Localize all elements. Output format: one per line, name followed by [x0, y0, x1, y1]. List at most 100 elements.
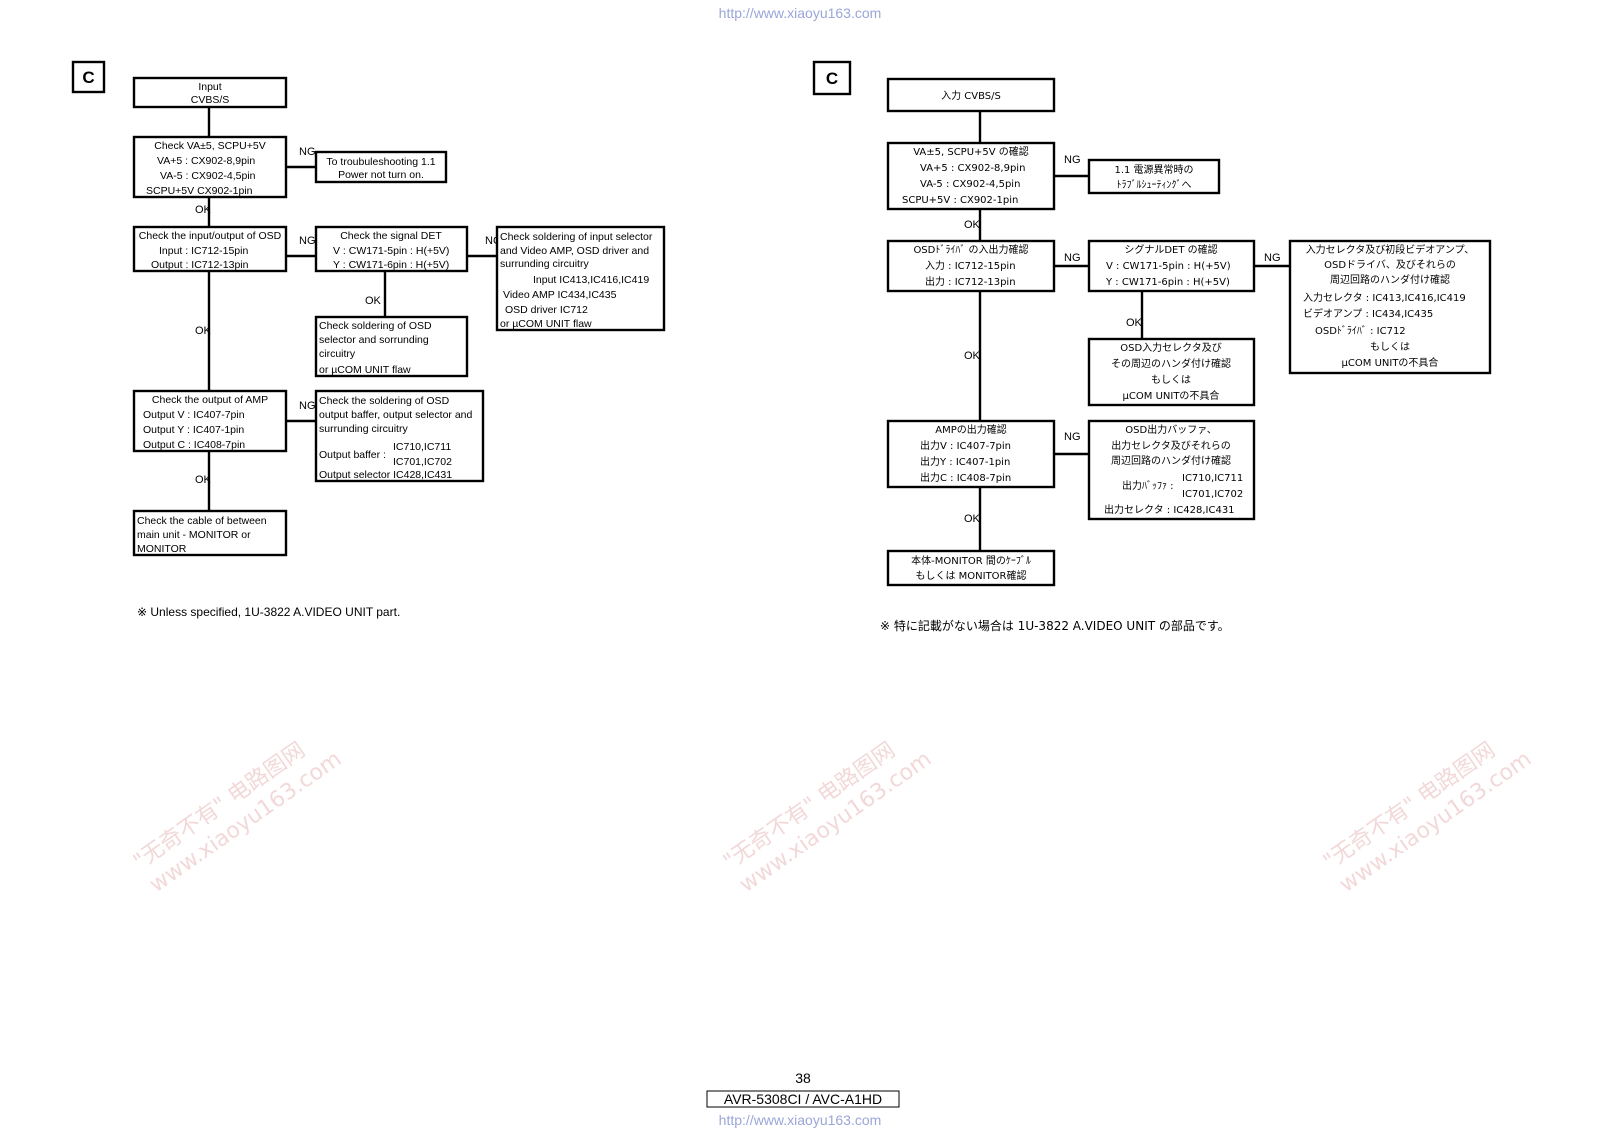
box-text-line: OSD入力セレクタ及び	[1120, 341, 1222, 354]
box-text-line: Power not turn on.	[338, 169, 424, 181]
box-text-line: Output baffer :	[319, 449, 386, 461]
box-text-line: V : CW171-5pin : H(+5V)	[1106, 261, 1231, 272]
flowchart-japanese: C OK OK OK OK NG NG NG NG 入力 CVBS/S	[812, 60, 1492, 633]
box-text-line: もしくは	[1370, 341, 1410, 353]
box-text-line: IC701,IC702	[393, 456, 452, 468]
flow-box-frame	[132, 135, 288, 199]
box-text-line: その周辺のハンダ付け確認	[1111, 357, 1231, 370]
box-text-line: 本体-MONITOR 間のｹｰﾌﾞﾙ	[911, 554, 1031, 567]
ok-label: OK	[964, 219, 981, 231]
flow-box-frame	[1087, 419, 1256, 521]
box-text-line: output baffer, output selector and	[319, 409, 472, 421]
box-text-line: ﾄﾗﾌﾞﾙｼｭｰﾃｨﾝｸﾞへ	[1117, 179, 1192, 191]
ok-label: OK	[1126, 317, 1143, 329]
box-text-line: 入力セレクタ及び初段ビデオアンプ、	[1306, 243, 1475, 256]
model-box	[706, 1090, 900, 1108]
box-text-line: main unit - MONITOR or	[137, 529, 251, 541]
flow-box-frame	[314, 150, 448, 184]
box-text-line: 入力セレクタ : IC413,IC416,IC419	[1303, 291, 1466, 304]
box-text-line: もしくは MONITOR確認	[915, 569, 1026, 582]
box-text-line: IC710,IC711	[1182, 473, 1243, 484]
ok-label: OK	[964, 350, 981, 362]
box-check-input-selector: 入力セレクタ及び初段ビデオアンプ、 OSDドライバ、及びそれらの 周辺回路のハン…	[1288, 239, 1492, 375]
ng-label: NG	[1064, 431, 1081, 443]
box-input: Input CVBS/S	[132, 76, 288, 109]
ok-label: OK	[195, 325, 212, 337]
box-text-line: Input : IC712-15pin	[159, 245, 248, 257]
box-check-osd-io: Check the input/output of OSD Input : IC…	[132, 225, 288, 273]
box-to-troubleshooting: To troubuleshooting 1.1 Power not turn o…	[314, 150, 448, 184]
flow-box-frame	[1087, 239, 1256, 293]
flow-box-frame	[132, 509, 288, 557]
box-text-line: IC710,IC711	[393, 441, 451, 453]
ok-label: OK	[195, 474, 212, 486]
box-text-line: VA+5 : CX902-8,9pin	[157, 155, 255, 167]
box-check-amp-output: Check the output of AMP Output V : IC407…	[132, 389, 288, 453]
box-check-amp-output: AMPの出力確認 出力V : IC407-7pin 出力Y : IC407-1p…	[886, 419, 1056, 489]
box-text-line: Y : CW171-6pin : H(+5V)	[333, 259, 449, 271]
box-text-line: 出力V : IC407-7pin	[920, 439, 1011, 452]
box-text-line: 周辺回路のハンダ付け確認	[1330, 273, 1450, 286]
box-text-line: 周辺回路のハンダ付け確認	[1111, 454, 1231, 467]
flow-box-frame	[132, 225, 288, 273]
flow-box-frame	[314, 389, 485, 483]
section-letter: C	[826, 69, 838, 88]
box-text-line: シグナルDET の確認	[1124, 243, 1217, 256]
section-letter: C	[82, 68, 94, 87]
box-text-line: Check VA±5, SCPU+5V	[154, 140, 266, 152]
flow-box-frame	[132, 76, 288, 109]
flow-box-frame	[132, 389, 288, 453]
ng-label: NG	[1264, 252, 1281, 264]
box-text-line: MONITOR	[137, 543, 187, 555]
box-check-osd-io: OSDﾄﾞﾗｲﾊﾞ の入出力確認 入力 : IC712-15pin 出力 : I…	[886, 239, 1056, 293]
box-text-line: VA-5 : CX902-4,5pin	[920, 179, 1020, 190]
box-text-line: OSD出力バッファ、	[1125, 423, 1216, 436]
box-text-line: Y : CW171-6pin : H(+5V)	[1105, 277, 1230, 288]
box-text-line: 出力 : IC712-13pin	[925, 275, 1016, 288]
flow-box-frame	[886, 239, 1056, 293]
box-text-line: selector and sorrunding	[319, 334, 429, 346]
box-text-line: 入力 : IC712-15pin	[925, 259, 1016, 272]
box-text-line: μCOM UNITの不具合	[1123, 389, 1220, 402]
box-check-power: Check VA±5, SCPU+5V VA+5 : CX902-8,9pin …	[132, 135, 288, 199]
section-letter-box	[812, 60, 852, 96]
model-name: AVR-5308CI / AVC-A1HD	[724, 1091, 882, 1107]
box-check-output-buffer: OSD出力バッファ、 出力セレクタ及びそれらの 周辺回路のハンダ付け確認 出力ﾊ…	[1087, 419, 1256, 521]
ok-label: OK	[195, 204, 212, 216]
box-text-line: もしくは	[1151, 374, 1191, 386]
box-text-line: Check the output of AMP	[152, 394, 268, 406]
box-text-line: Check soldering of input selector	[500, 231, 653, 243]
footer-url[interactable]: http://www.xiaoyu163.com	[718, 1112, 882, 1128]
flow-box-frame	[314, 315, 469, 378]
box-text-line: Output : IC712-13pin	[151, 259, 249, 271]
box-text-line: IC701,IC702	[1182, 489, 1243, 500]
ng-label: NG	[299, 400, 316, 412]
flow-box-frame	[886, 141, 1056, 211]
box-text-line: 入力 CVBS/S	[941, 89, 1001, 102]
box-text-line: Check soldering of OSD	[319, 320, 432, 332]
box-text-line: VA+5 : CX902-8,9pin	[920, 163, 1025, 174]
flow-box-frame	[1288, 239, 1492, 375]
flow-box-frame	[886, 77, 1056, 113]
box-text-line: CVBS/S	[191, 94, 230, 106]
flow-box-frame	[886, 419, 1056, 489]
box-text-line: Check the cable of between	[137, 515, 267, 527]
header-url[interactable]: http://www.xiaoyu163.com	[718, 5, 882, 21]
box-text-line: circuitry	[319, 348, 356, 360]
ng-label: NG	[1064, 252, 1081, 264]
box-check-output-buffer: Check the soldering of OSD output baffer…	[314, 389, 485, 483]
box-text-line: To troubuleshooting 1.1	[326, 156, 435, 168]
box-text-line: AMPの出力確認	[935, 423, 1007, 436]
box-text-line: OSDﾄﾞﾗｲﾊﾞ : IC712	[1315, 325, 1406, 337]
box-text-line: Output V : IC407-7pin	[143, 409, 245, 421]
box-check-cable: Check the cable of between main unit - M…	[132, 509, 288, 557]
box-text-line: 出力Y : IC407-1pin	[920, 455, 1010, 468]
box-text-line: VA-5 : CX902-4,5pin	[160, 170, 256, 182]
box-text-line: surrunding circuitry	[319, 423, 408, 435]
box-text-line: 出力セレクタ : IC428,IC431	[1104, 503, 1235, 516]
box-check-signal-det: シグナルDET の確認 V : CW171-5pin : H(+5V) Y : …	[1087, 239, 1256, 293]
flowchart-english: C OK OK OK OK NG NG NG NG Input C	[71, 60, 666, 619]
